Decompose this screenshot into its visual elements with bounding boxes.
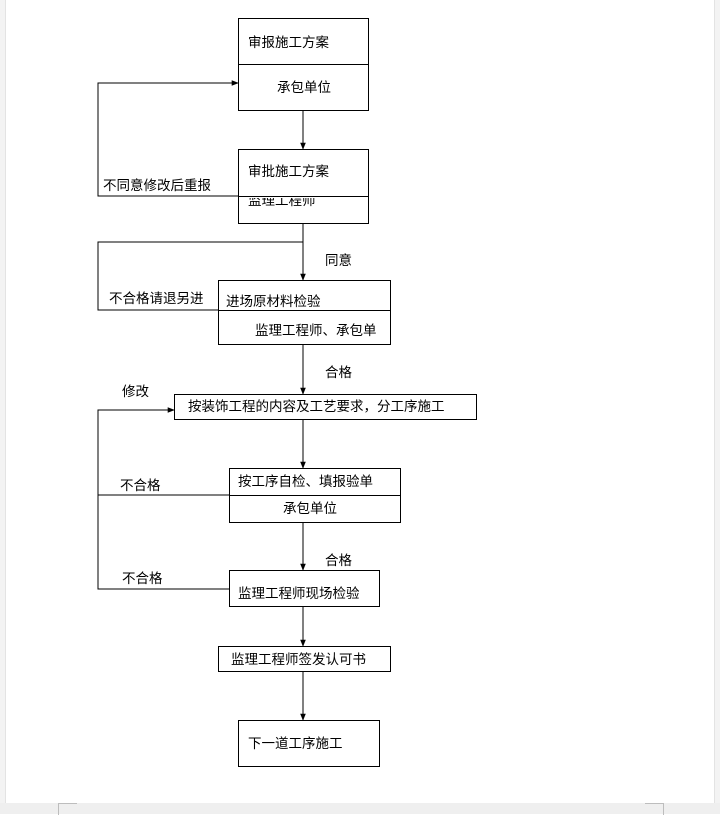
step-site-inspection: 监理工程师现场检验 (229, 570, 380, 607)
step-role: 承包单位 (277, 80, 331, 96)
page-break-gap (0, 803, 720, 814)
next-page-corner-right (645, 803, 664, 815)
step-role: 监理工程师、承包单 (255, 323, 377, 339)
page-edge-right (714, 0, 720, 814)
loop-inspection-fail (97, 495, 229, 590)
step-approve-plan: 审批施工方案 监理工程师 (238, 149, 369, 224)
step-next: 下一道工序施工 (238, 720, 380, 767)
box-divider (239, 64, 368, 65)
step-submit-plan: 审报施工方案 承包单位 (238, 18, 369, 111)
box-divider (230, 495, 400, 496)
next-page-corner-left (58, 803, 77, 815)
step-title: 按装饰工程的内容及工艺要求，分工序施工 (188, 399, 445, 415)
label-modify: 修改 (122, 384, 149, 400)
loop-material-fail (97, 241, 303, 311)
step-title: 审批施工方案 (248, 164, 329, 180)
loop-modify (97, 407, 229, 496)
label-reject-resubmit: 不同意修改后重报 (103, 178, 211, 194)
page-edge-left (0, 0, 6, 814)
label-pass-1: 合格 (325, 365, 352, 381)
step-title: 监理工程师签发认可书 (231, 652, 366, 668)
step-material-check: 进场原材料检验 监理工程师、承包单 (218, 280, 391, 345)
step-title: 下一道工序施工 (248, 736, 343, 752)
step-title: 进场原材料检验 (226, 294, 321, 310)
label-pass-2: 合格 (325, 553, 352, 569)
box-divider (219, 310, 390, 311)
step-title: 监理工程师现场检验 (238, 586, 360, 602)
loop-reject-resubmit (97, 80, 239, 197)
step-role: 监理工程师 (248, 193, 316, 209)
box-divider (239, 196, 368, 197)
step-permit: 监理工程师签发认可书 (218, 646, 391, 672)
step-title: 审报施工方案 (248, 35, 329, 51)
step-title: 按工序自检、填报验单 (238, 474, 373, 490)
label-fail-2: 不合格 (122, 571, 163, 587)
step-self-check: 按工序自检、填报验单 承包单位 (229, 468, 401, 523)
step-role: 承包单位 (283, 501, 337, 517)
step-construction: 按装饰工程的内容及工艺要求，分工序施工 (174, 394, 477, 420)
label-fail-return: 不合格请退另进 (109, 291, 204, 307)
label-agree: 同意 (325, 253, 352, 269)
label-fail-1: 不合格 (120, 478, 161, 494)
